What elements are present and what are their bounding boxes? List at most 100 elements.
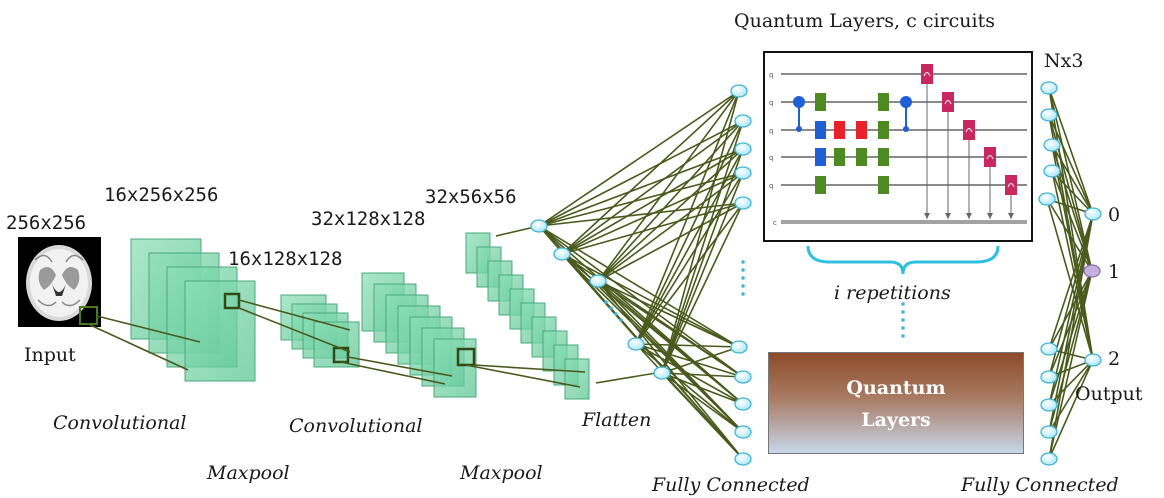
- dense-edge: [661, 346, 740, 374]
- dense-edge: [538, 148, 744, 227]
- projection-edge: [238, 299, 351, 331]
- dense-edge: [661, 172, 744, 374]
- dense-edge: [661, 372, 744, 378]
- rx-gate: [856, 121, 867, 139]
- quantum-layers-box: Quantum Layers: [768, 352, 1024, 454]
- cnot-gate-control: [903, 126, 909, 132]
- fc2-node: [1043, 138, 1061, 152]
- receptive-field-box: [223, 292, 241, 310]
- fc1-node: [734, 196, 752, 210]
- dense-edge: [597, 280, 744, 378]
- conv2-size-label: 32x128x128: [311, 208, 426, 230]
- output-edge: [1051, 144, 1094, 215]
- projection-edge: [473, 364, 586, 373]
- ry-gate: [878, 176, 889, 194]
- rz-gate: [815, 121, 826, 139]
- dense-edge: [661, 372, 744, 460]
- fc1-node: [730, 84, 748, 98]
- ry-gate: [815, 176, 826, 194]
- measure-gate: [984, 147, 996, 167]
- ry-gate: [834, 148, 845, 166]
- conv1-stack-map: [184, 280, 256, 382]
- input-label: Input: [24, 344, 76, 366]
- projection-edge: [595, 371, 663, 384]
- measure-gate: [963, 120, 975, 140]
- output-node-2-label: 2: [1108, 348, 1121, 370]
- dense-edge: [635, 343, 740, 348]
- projection-edge: [347, 356, 453, 377]
- measure-symbol: [944, 100, 952, 105]
- measure-arrow: [945, 213, 951, 219]
- measure-arrow: [987, 213, 993, 219]
- dense-edge: [561, 253, 744, 433]
- output-node-0-label: 0: [1108, 204, 1121, 226]
- flatten-node: [530, 219, 548, 233]
- output-node-1-label: 1: [1108, 261, 1121, 283]
- nx3-label: Nx3: [1044, 50, 1084, 72]
- dense-edge: [635, 172, 744, 345]
- pool1-size-label: 16x128x128: [228, 248, 343, 270]
- qubit-label: q: [769, 71, 773, 79]
- measure-arrow: [924, 213, 930, 219]
- ry-gate: [878, 93, 889, 111]
- dense-edge: [635, 120, 744, 345]
- measure-gate: [942, 92, 954, 112]
- fc1-node: [734, 452, 752, 466]
- conv2-stack-map: [433, 338, 477, 398]
- qubit-label: q: [769, 154, 773, 162]
- dense-edge: [561, 253, 740, 348]
- connections: [87, 87, 1094, 460]
- dense-edge: [661, 372, 744, 405]
- dense-edge: [661, 148, 744, 374]
- ry-gate: [815, 93, 826, 111]
- pool2-size-label: 32x56x56: [425, 186, 517, 208]
- cnot-gate-control: [796, 126, 802, 132]
- dense-edge: [661, 372, 744, 433]
- output-edge: [1048, 213, 1094, 406]
- fully-connected-label-1: Fully Connected: [652, 474, 810, 496]
- fc1-node: [734, 142, 752, 156]
- output-edge: [1046, 198, 1094, 361]
- fc1-node: [734, 166, 752, 180]
- output-node-1: [1083, 264, 1101, 278]
- fc2-node: [1038, 192, 1056, 206]
- output-edge: [1048, 87, 1094, 215]
- rx-gate: [834, 121, 845, 139]
- convolutional-label-1: Convolutional: [53, 412, 187, 434]
- output-edge: [1048, 213, 1094, 350]
- measure-symbol: [923, 72, 931, 77]
- qubit-label: q: [769, 99, 773, 107]
- measure-symbol: [965, 128, 973, 133]
- fc2-node: [1040, 342, 1058, 356]
- dense-edge: [561, 148, 744, 255]
- flatten-node: [627, 337, 645, 351]
- fc1-node: [734, 370, 752, 384]
- qubit-label: q: [769, 182, 773, 190]
- measure-symbol: [986, 155, 994, 160]
- dense-edge: [538, 172, 744, 227]
- dense-edge: [597, 90, 740, 282]
- maxpool-label-1: Maxpool: [207, 462, 290, 484]
- rz-gate: [815, 148, 826, 166]
- projection-edge: [87, 323, 189, 371]
- dense-edge: [561, 202, 744, 255]
- dense-edge: [538, 120, 744, 227]
- measure-gate: [1005, 175, 1017, 195]
- dense-edge: [635, 343, 744, 378]
- measure-arrow: [1008, 213, 1014, 219]
- fc2-node: [1040, 81, 1058, 95]
- dense-edge: [635, 343, 744, 433]
- projection-edge: [340, 361, 446, 385]
- ry-gate: [856, 148, 867, 166]
- output-edge: [1048, 114, 1094, 215]
- dense-edge: [561, 120, 744, 255]
- dense-edge: [635, 90, 740, 345]
- dense-edge: [597, 172, 744, 282]
- fc1-node: [734, 397, 752, 411]
- cnot-gate-target: [793, 96, 805, 108]
- fc2-node: [1040, 108, 1058, 122]
- output-edge: [1048, 213, 1094, 460]
